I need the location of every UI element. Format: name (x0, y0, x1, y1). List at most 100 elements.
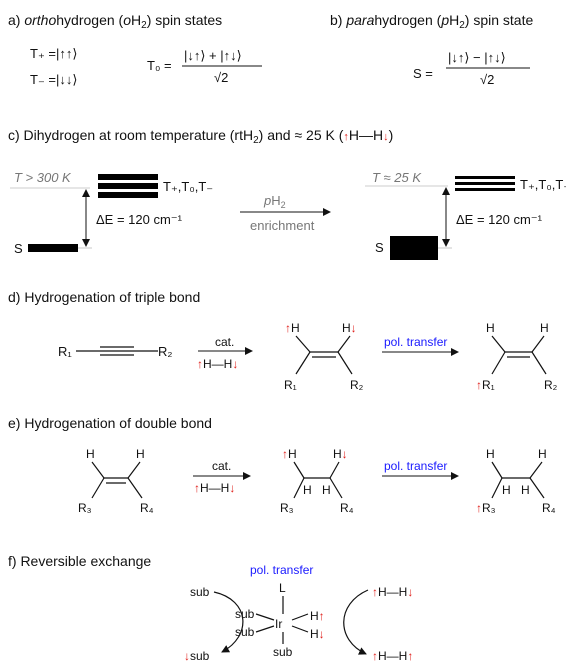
t-zero-lhs: T₀ = (147, 58, 172, 73)
e-p2-h-mid-left: H (502, 483, 511, 497)
e-p1-bond-r4 (329, 477, 343, 499)
left-delta-e: ΔE = 120 cm⁻¹ (96, 212, 183, 227)
d-product1-h-left: ↑H (285, 321, 300, 335)
d-p1-bond-h-right (337, 335, 351, 353)
d-product1-r1: R₁ (284, 378, 297, 392)
e-p1-h-top-left: ↑H (282, 447, 297, 461)
d-pol-transfer-label: pol. transfer (384, 335, 447, 349)
section-d-title: d) Hydrogenation of triple bond (8, 289, 200, 305)
enrichment-arrow-bottom-label: enrichment (250, 218, 315, 233)
right-triplet-label: T₊,T₀,T₋ (520, 177, 566, 192)
f-sub-free-top: sub (190, 585, 210, 599)
e-alkene-h-right: H (136, 447, 145, 461)
right-delta-e: ΔE = 120 cm⁻¹ (456, 212, 543, 227)
left-singlet-label: S (14, 241, 23, 256)
enrichment-arrow-top-label: pH2 (263, 193, 286, 210)
d-cat-label: cat. (215, 335, 234, 349)
f-sub-left-top: sub (235, 607, 255, 621)
right-triplet-level-3 (455, 188, 515, 191)
singlet-lhs: S = (413, 66, 433, 81)
f-hydride-top: H↑ (310, 609, 325, 623)
e-p1-r4: R₄ (340, 501, 354, 515)
right-triplet-level-2 (455, 182, 515, 185)
d-p2-bond-r2 (531, 351, 547, 375)
e-p2-bond-r4 (529, 477, 545, 499)
d-p1-bond-r1 (295, 351, 311, 375)
d-p2-bond-h-right (531, 335, 545, 353)
f-sub-bottom: sub (273, 645, 293, 659)
section-c-title: c) Dihydrogen at room temperature (rtH2)… (8, 127, 393, 146)
left-triplet-level-1 (98, 174, 158, 180)
f-h2-exchange-arrow (343, 589, 369, 655)
e-h2-reagent: ↑H—H↓ (194, 481, 235, 495)
d-alkyne-r1: R₁ (58, 344, 72, 359)
e-p1-h-mid-right: H (322, 483, 331, 497)
d-product2-r2: R₂ (544, 378, 558, 392)
t-plus-state: T₊ =|↑↑⟩ (30, 46, 77, 61)
f-sub-free-bottom: ↓sub (184, 649, 210, 663)
singlet-numerator: |↓↑⟩ − |↑↓⟩ (448, 50, 506, 65)
e-p1-h-mid-left: H (303, 483, 312, 497)
section-b-title: b) parahydrogen (pH2) spin state (330, 12, 533, 31)
e-alkene-bond-h-right (127, 461, 141, 479)
e-alkene-r3: R₃ (78, 501, 92, 515)
f-pol-transfer-label: pol. transfer (250, 563, 313, 577)
e-alkene-bond-h-left (91, 461, 105, 479)
right-singlet-label: S (375, 240, 384, 255)
e-p2-h-top-right: H (538, 447, 547, 461)
right-triplet-level-1 (455, 176, 515, 179)
left-singlet-level (28, 244, 78, 252)
f-bond-h-bottom (291, 625, 309, 633)
d-alkyne-r2: R₂ (158, 344, 172, 359)
e-p2-r3: ↑R₃ (476, 501, 496, 515)
e-p1-h-top-right: H↓ (333, 447, 348, 461)
t-minus-state: T₋ =|↓↓⟩ (30, 72, 77, 87)
section-f-title: f) Reversible exchange (8, 553, 151, 569)
left-temperature-label: T > 300 K (14, 170, 72, 185)
f-h2-free-bottom: ↑H—H↑ (372, 649, 413, 663)
d-product1-h-right: H↓ (342, 321, 357, 335)
d-p1-bond-h-left (295, 335, 311, 353)
e-alkene-bond-r3 (91, 477, 105, 499)
t-zero-numerator: |↓↑⟩ + |↑↓⟩ (184, 48, 242, 63)
e-p2-h-mid-right: H (521, 483, 530, 497)
f-bond-sub-left-top (255, 613, 275, 621)
d-p2-bond-h-left (491, 335, 506, 353)
right-temperature-label: T ≈ 25 K (372, 170, 422, 185)
left-triplet-level-3 (98, 192, 158, 198)
f-sub-exchange-arrow (213, 591, 244, 653)
left-triplet-label: T₊,T₀,T₋ (163, 179, 213, 194)
f-ligand-l: L (279, 581, 286, 595)
e-p1-bond-top-left (293, 461, 305, 479)
e-p2-bond-r3 (491, 477, 503, 499)
e-alkene-bond-r4 (127, 477, 143, 499)
f-hydride-bottom: H↓ (310, 627, 325, 641)
section-a-title: a) orthohydrogen (oH2) spin states (8, 12, 222, 31)
e-p2-r4: R₄ (542, 501, 556, 515)
d-product2-h-left: H (486, 321, 495, 335)
d-product2-h-right: H (540, 321, 549, 335)
right-singlet-level (390, 236, 438, 260)
d-p1-bond-r2 (337, 351, 353, 375)
d-product2-r1: ↑R₁ (476, 378, 495, 392)
d-p2-bond-r1 (491, 351, 506, 375)
f-metal-ir: Ir (275, 617, 282, 631)
t-zero-denominator: √2 (214, 70, 228, 85)
e-p2-h-top-left: H (486, 447, 495, 461)
f-bond-h-top (291, 613, 309, 621)
d-product1-r2: R₂ (350, 378, 364, 392)
section-e-title: e) Hydrogenation of double bond (8, 415, 212, 431)
singlet-denominator: √2 (480, 72, 494, 87)
e-cat-label: cat. (212, 459, 231, 473)
e-pol-transfer-label: pol. transfer (384, 459, 447, 473)
e-alkene-r4: R₄ (140, 501, 154, 515)
d-h2-reagent: ↑H—H↓ (197, 357, 238, 371)
left-triplet-level-2 (98, 183, 158, 189)
e-p1-r3: R₃ (280, 501, 294, 515)
e-p1-bond-r3 (293, 477, 305, 499)
e-p1-bond-top-right (329, 461, 340, 479)
e-p2-bond-top-right (529, 461, 543, 479)
e-p2-bond-top-left (491, 461, 503, 479)
